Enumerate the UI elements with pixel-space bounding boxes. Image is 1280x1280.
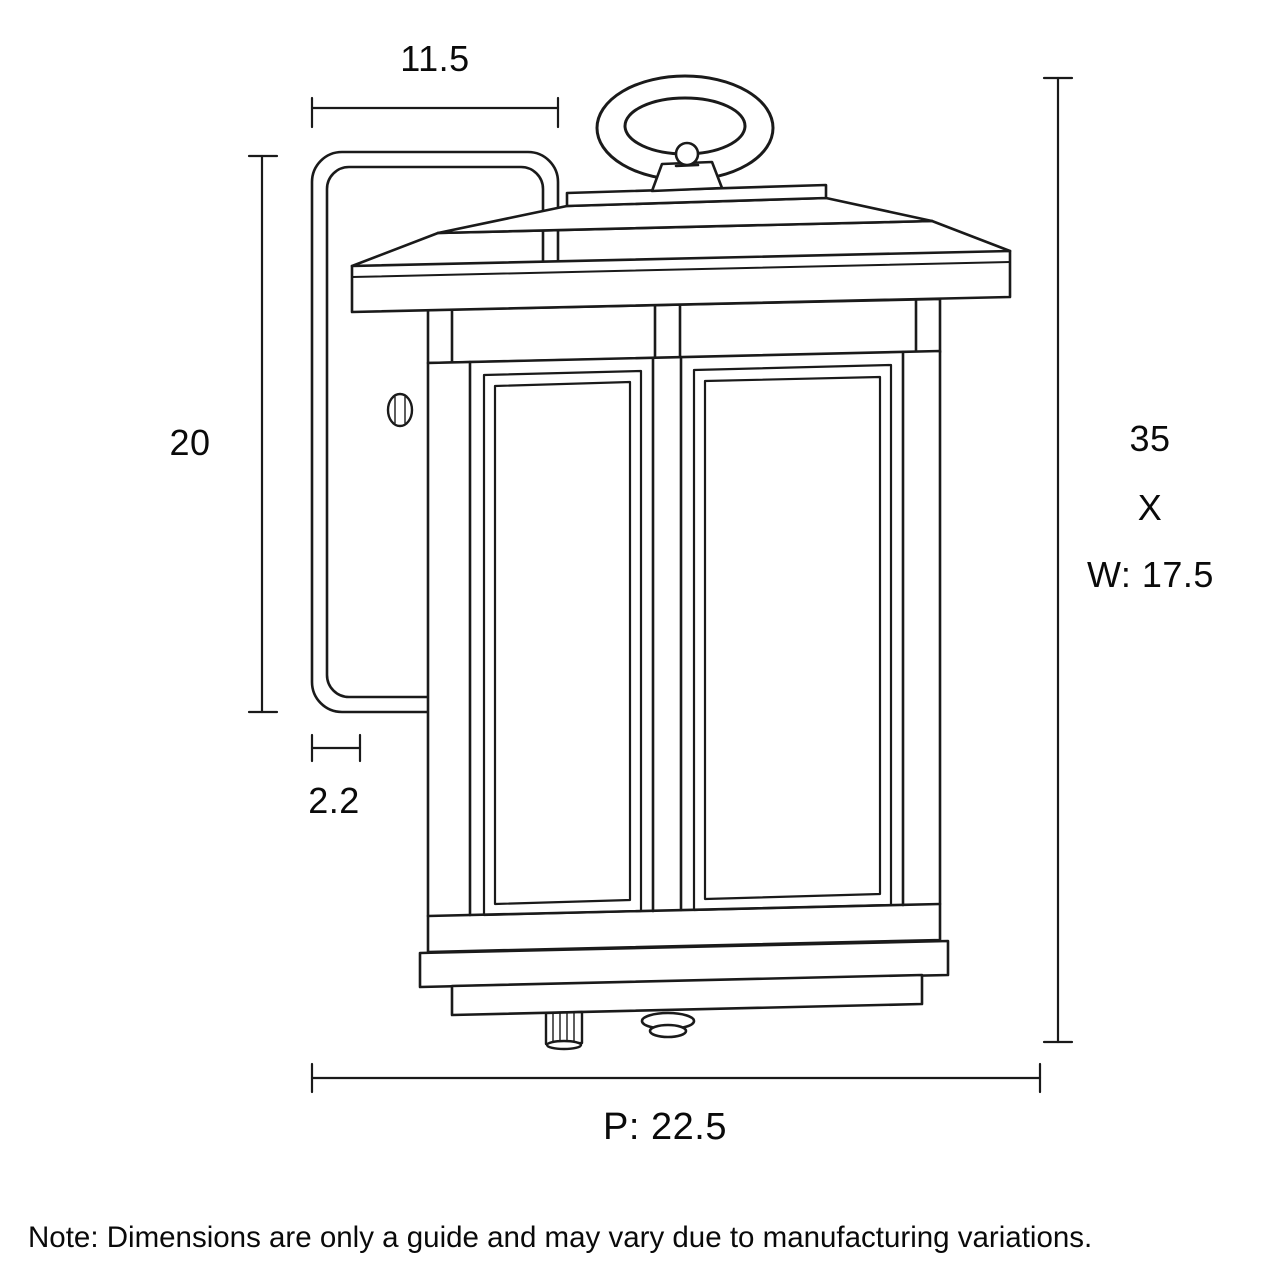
dim-plate-depth-label: 2.2 (308, 780, 360, 821)
finial-knob (544, 1010, 584, 1051)
roof (350, 183, 1012, 314)
dim-width-label: W: 17.5 (1087, 554, 1214, 595)
mounting-knob (386, 392, 414, 428)
bottom-base (418, 939, 950, 1039)
dim-top-width-label: 11.5 (400, 38, 470, 79)
lantern-body (426, 297, 942, 954)
dim-projection-label: P: 22.5 (603, 1106, 727, 1148)
dim-total-height-label: 35 (1129, 418, 1171, 459)
dimension-lines (247, 76, 1074, 1094)
dim-plate-height-label: 20 (169, 422, 211, 463)
dim-multiply-label: X (1137, 487, 1163, 528)
ring-mount (650, 141, 724, 193)
dimensions-note: Note: Dimensions are only a guide and ma… (28, 1221, 1093, 1254)
